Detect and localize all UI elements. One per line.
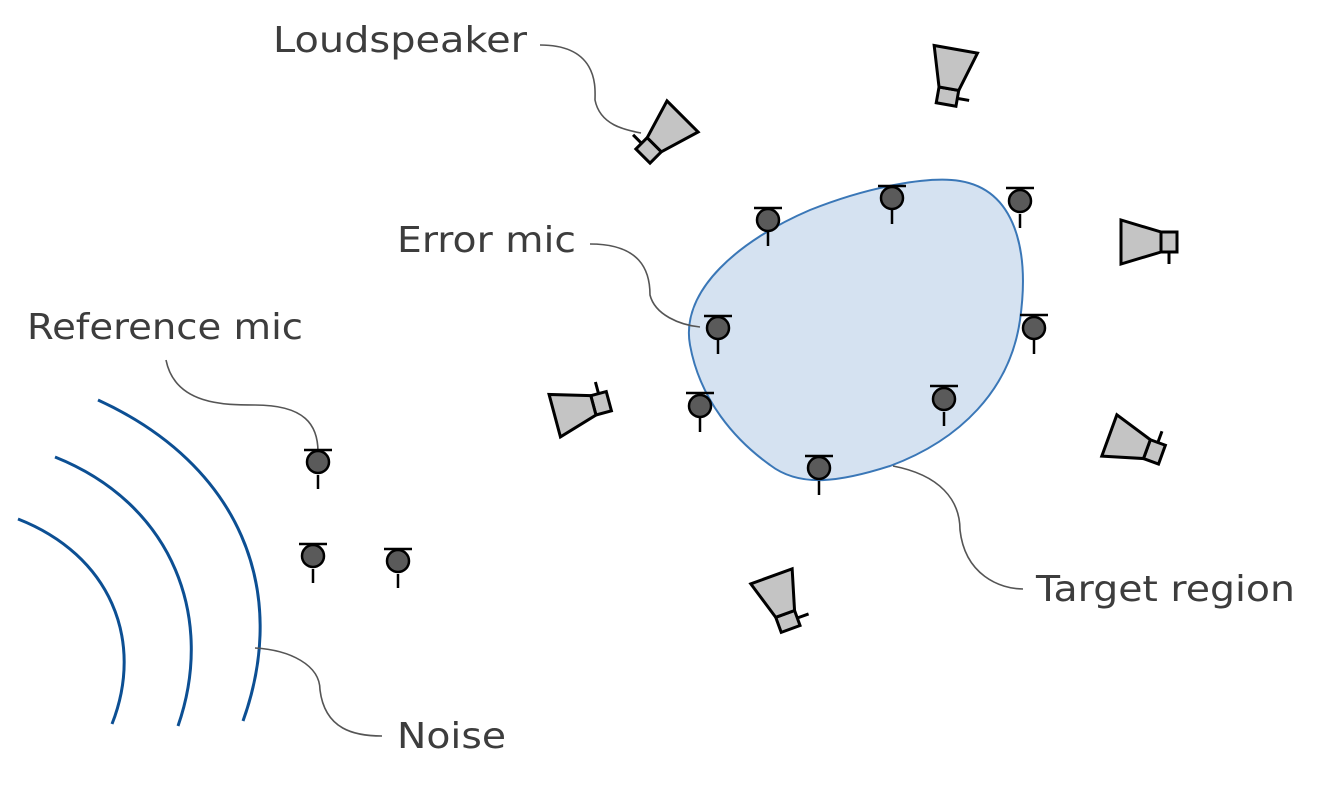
microphone-icon [931,386,957,412]
label-target-region: Target region [1035,569,1295,610]
microphone-icon [300,543,326,569]
noise-waves [17,398,262,727]
loudspeaker-icon [625,99,700,174]
label-error-mic: Error mic [397,220,576,261]
label-reference-mic: Reference mic [27,307,303,348]
error-mic-top-left [754,206,782,246]
noise-wave-middle [54,455,193,727]
noise-wave-inner [17,517,126,725]
microphone-icon [705,315,731,341]
leader-target-region [892,465,1024,590]
loudspeaker-icon [922,44,979,110]
microphone-icon [385,548,411,574]
microphone-icon [305,449,331,475]
reference-mic-top [304,448,332,489]
error-mic-lower-right [930,384,958,426]
leader-noise [254,647,383,737]
microphone-icon [1007,188,1033,214]
error-mic-bottom [805,454,833,495]
microphone-icon [687,393,713,419]
loudspeaker-icon [1100,413,1171,477]
target-region-shape [687,178,1024,482]
noise-wave-outer [97,398,262,722]
error-mic-left [704,314,732,354]
microphone-icon [879,185,905,211]
error-mic-lower-left [686,391,714,432]
label-noise: Noise [397,716,506,757]
reference-mic-bottom-left [299,542,327,583]
leader-error-mic [589,243,701,328]
microphone-icon [1021,315,1047,341]
label-loudspeaker: Loudspeaker [273,20,527,61]
loudspeaker-icon [1119,218,1179,266]
error-mic-right [1020,313,1048,354]
microphone-icon [806,455,832,481]
microphone-icon [755,207,781,233]
loudspeaker-icon [749,567,813,638]
error-mic-top-right [1006,186,1034,228]
leader-reference-mic [165,359,319,453]
reference-mic-bottom-right [384,547,412,588]
loudspeaker-icon [547,378,617,439]
error-mic-top [878,184,906,224]
leader-loudspeaker [539,44,642,134]
